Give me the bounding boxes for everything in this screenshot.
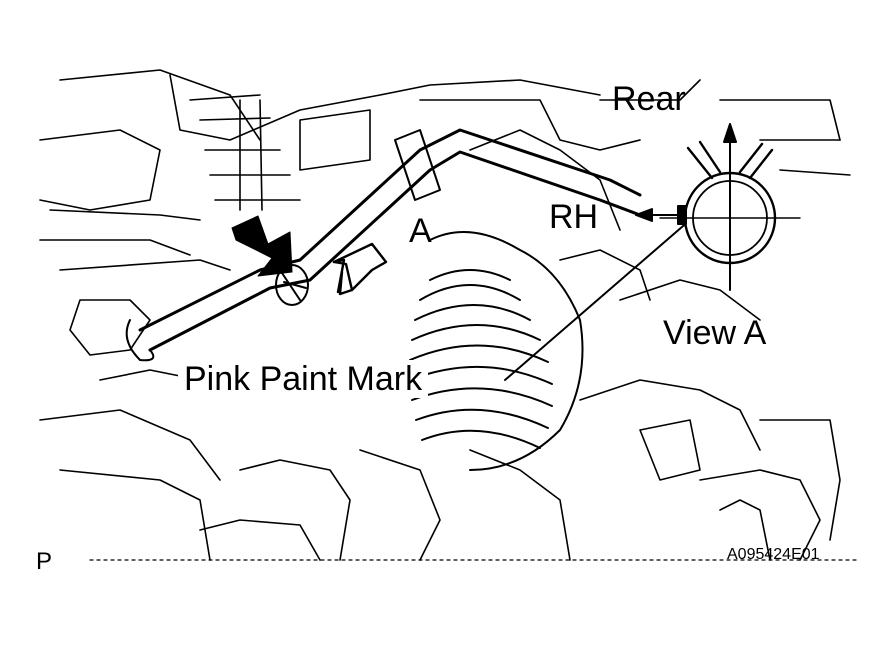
hollow-arrow-head [332, 258, 346, 294]
hose [125, 128, 642, 362]
rear-label: Rear [612, 80, 686, 118]
view-title-label: View A [663, 314, 767, 352]
leader-line [504, 219, 691, 381]
intake-duct [409, 231, 584, 471]
pink-paint-mark-label: Pink Paint Mark [178, 360, 429, 398]
engine-bay-background [39, 69, 861, 561]
figure-code: A095424E01 [727, 546, 820, 563]
paint-mark-icon [677, 205, 687, 225]
view-a-inset [635, 123, 801, 291]
rear-arrow-icon [723, 123, 737, 143]
corner-letter: P [36, 548, 53, 575]
rh-label: RH [549, 198, 599, 236]
view-ref-label: A [409, 212, 432, 250]
solid-arrow-icon [231, 215, 293, 277]
rh-arrow-icon [635, 208, 653, 222]
